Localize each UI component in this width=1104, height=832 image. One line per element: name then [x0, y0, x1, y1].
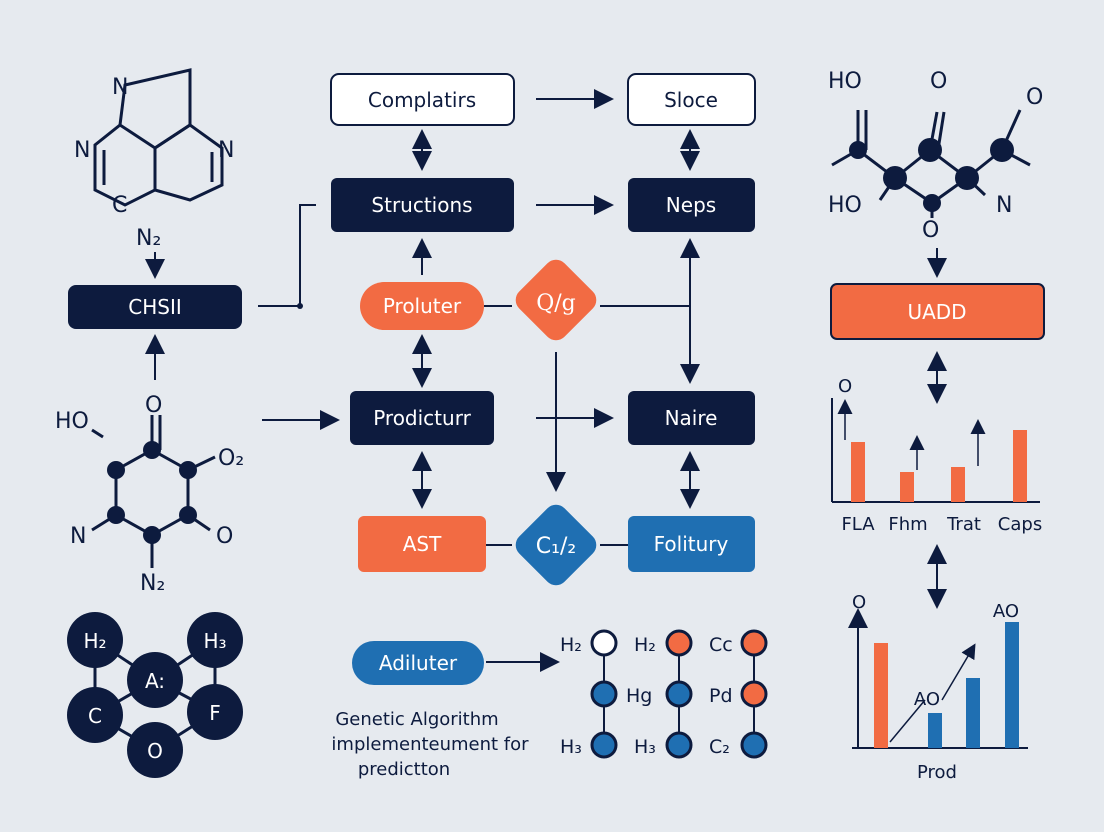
chart2-bar [1005, 622, 1019, 748]
middle-molecule-nodes [107, 441, 197, 544]
naire-box [628, 391, 755, 445]
connector-chsil-structions [258, 204, 316, 307]
chart1-bar [951, 467, 965, 502]
gene-label-r1c3: Cc [709, 634, 733, 656]
middle-molecule-atom-o1: O [145, 393, 162, 418]
caption-line-2: implementeument for [331, 734, 529, 755]
gene-label-r3c1: H₃ [560, 736, 582, 758]
sloce-box [627, 73, 756, 126]
bottom-molecule-atom-o: O [147, 739, 163, 763]
bottom-molecule-atom-h2: H₂ [83, 629, 106, 653]
gene-label-r3c3: C₂ [709, 736, 730, 758]
chart1-category-label: Trat [946, 514, 981, 535]
folitury-label: Folitury [654, 532, 729, 556]
decision-diamond-bottom [515, 504, 597, 586]
top-molecule-atom-c: C [112, 193, 127, 218]
structions-box [331, 178, 514, 232]
neps-box [628, 178, 755, 232]
chromosome-genes [590, 629, 768, 759]
folitury-box [628, 516, 755, 572]
right-molecule-nodes [849, 138, 1014, 212]
bottom-molecule-atom-c: C [88, 704, 102, 728]
ast-box [358, 516, 486, 572]
right-molecule-atom-ho2: HO [828, 193, 862, 218]
producturr-label: Prodicturr [373, 406, 471, 430]
decision-diamond-top [515, 259, 597, 341]
bottom-molecule-nodes [67, 612, 243, 778]
gene-label-r2c3: Pd [709, 685, 733, 707]
adiluter-label: Adiluter [379, 651, 458, 675]
chart2-y-label: O [852, 592, 866, 613]
chart2-x-label: Prod [917, 762, 957, 783]
chart1-category-label: FLA [841, 514, 875, 535]
right-molecule-atom-n: N [996, 193, 1012, 218]
chart2-bar [966, 678, 980, 748]
chsil-box-label: CHSII [128, 295, 182, 319]
middle-molecule-atom-o3: O [216, 524, 233, 549]
gene-label-r1c2: H₂ [634, 634, 656, 656]
right-molecule-atom-o3: O [922, 218, 939, 243]
middle-molecule-atom-ho: HO [55, 409, 89, 434]
bottom-molecule-atom-h3: H₃ [203, 629, 226, 653]
right-molecule-atom-o1: O [930, 69, 947, 94]
n2-label: N₂ [136, 226, 161, 251]
ast-label: AST [403, 532, 442, 556]
right-molecule-atom-o2: O [1026, 85, 1043, 110]
chart1-category-label: Caps [998, 514, 1042, 535]
uadd-box [830, 283, 1045, 340]
middle-molecule-atom-n: N [70, 524, 86, 549]
chart2-annotation: AO [914, 689, 940, 710]
middle-molecule-atom-n2: N₂ [140, 571, 165, 596]
chart1-y-label: O [838, 376, 852, 397]
structions-label: Structions [371, 193, 472, 217]
caption-line-3: predictton [358, 759, 450, 780]
chart2-annotation: AO [993, 601, 1019, 622]
bar-chart-1: O FLA Fhm Trat Caps [831, 376, 1042, 535]
top-molecule-atom-n1: N [112, 75, 128, 100]
sloce-label: Sloce [664, 88, 718, 112]
producturr-box [350, 391, 494, 445]
bottom-molecule-atom-f: F [209, 701, 221, 725]
chart2-trend-line [889, 699, 926, 743]
gene-label-r3c2: H₃ [634, 736, 656, 758]
complatirs-label: Complatirs [368, 88, 476, 112]
complatirs-box [330, 73, 515, 126]
uadd-label: UADD [907, 300, 966, 324]
chart2-bar [928, 713, 942, 748]
bottom-molecule-atom-a: A: [145, 669, 165, 693]
chsil-box [68, 285, 242, 329]
chart1-bar [900, 472, 914, 502]
top-molecule-atom-n2: N [74, 138, 90, 163]
chart2-trend-arrow [941, 643, 976, 701]
decision-diamond-bottom-label: C₁/₂ [536, 534, 576, 559]
proluter-pill [360, 282, 484, 330]
proluter-label: Proluter [383, 294, 462, 318]
neps-label: Neps [666, 193, 716, 217]
middle-molecule [91, 415, 216, 568]
adiluter-pill [352, 641, 484, 685]
caption-line-1: Genetic Algorithm [335, 709, 498, 730]
naire-label: Naire [665, 406, 718, 430]
bar-chart-2: O AO AO Prod [848, 592, 1028, 783]
decision-diamond-top-label: Q/g [536, 291, 576, 316]
connector-node [297, 303, 303, 309]
gene-label-r1c1: H₂ [560, 634, 582, 656]
right-molecule-atom-ho1: HO [828, 69, 862, 94]
chart2-bar [874, 643, 888, 748]
gene-label-r2c2: Hg [626, 685, 652, 707]
top-molecule-atom-n3: N [218, 138, 234, 163]
chart1-bar [851, 442, 865, 502]
chart1-category-label: Fhm [888, 514, 927, 535]
top-molecule [93, 68, 224, 207]
chart1-bar [1013, 430, 1027, 502]
middle-molecule-atom-o2: O₂ [218, 446, 244, 471]
